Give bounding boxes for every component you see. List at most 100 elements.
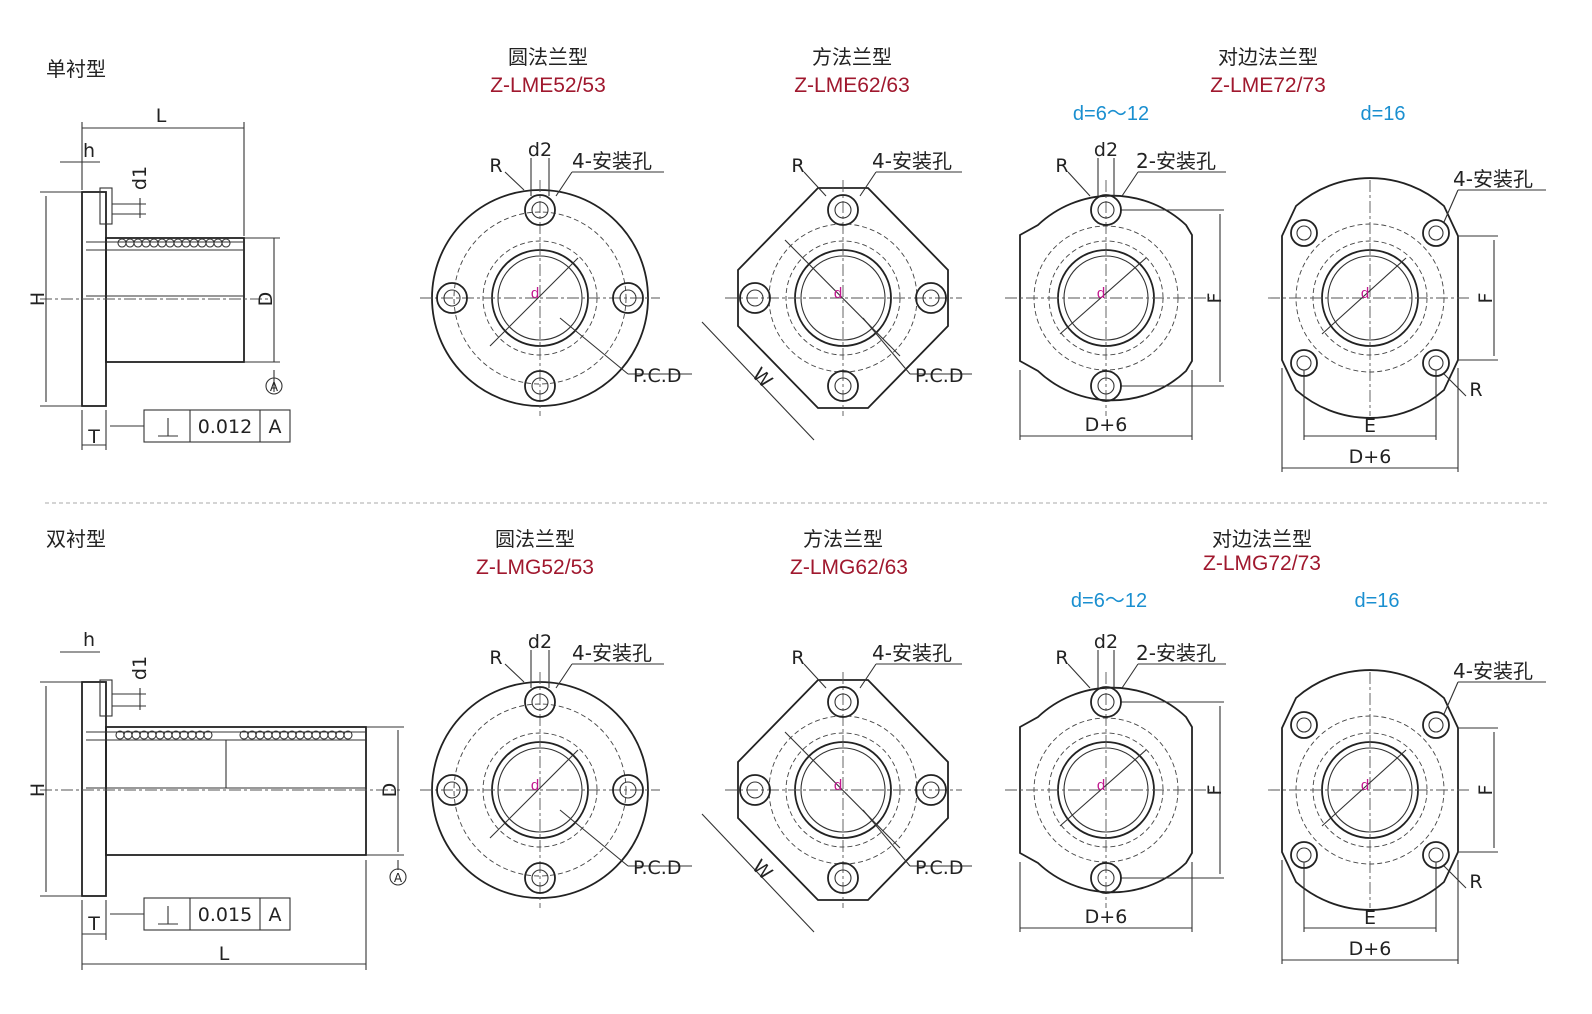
mounting-hole-bore bbox=[1296, 847, 1312, 863]
mounting-hole bbox=[1090, 862, 1122, 894]
dim-D6: D+6 bbox=[1085, 906, 1128, 928]
type-label-double: 双衬型 bbox=[46, 527, 106, 551]
mounting-hole-bore bbox=[834, 869, 852, 887]
dim-d: d bbox=[1097, 285, 1105, 302]
mounting-hole bbox=[1422, 711, 1450, 739]
mounting-hole bbox=[1290, 349, 1318, 377]
dim-W: W bbox=[748, 856, 777, 885]
mounting-hole bbox=[739, 282, 771, 314]
mounting-hole-bore bbox=[443, 781, 461, 799]
mounting-hole bbox=[1090, 370, 1122, 402]
dim-R: R bbox=[1055, 155, 1068, 177]
dim-d: d bbox=[531, 777, 539, 794]
view-title-square: 方法兰型 bbox=[803, 527, 883, 551]
mounting-hole bbox=[1290, 841, 1318, 869]
dim-L: L bbox=[219, 943, 230, 965]
view-title-cut: 对边法兰型 bbox=[1212, 527, 1312, 551]
view-title-round: 圆法兰型 bbox=[508, 45, 588, 69]
ball-bearing bbox=[343, 730, 353, 740]
mounting-hole-bore bbox=[834, 201, 852, 219]
tolerance-datum: A bbox=[269, 904, 282, 926]
tolerance-value: 0.012 bbox=[198, 416, 252, 438]
mounting-hole bbox=[1090, 194, 1122, 226]
dim-d2: d2 bbox=[528, 139, 552, 161]
mounting-hole bbox=[915, 282, 947, 314]
model-code-cut: Z-LME72/73 bbox=[1210, 74, 1326, 97]
dim-pcd: P.C.D bbox=[915, 365, 963, 387]
dim-E: E bbox=[1364, 415, 1376, 437]
tolerance-frame bbox=[110, 897, 291, 931]
ball-bearing bbox=[181, 238, 191, 248]
dim-pcd: P.C.D bbox=[915, 857, 963, 879]
mounting-hole bbox=[827, 862, 859, 894]
view-title-round: 圆法兰型 bbox=[495, 527, 575, 551]
mounting-hole bbox=[827, 194, 859, 226]
ball-bearing bbox=[117, 238, 127, 248]
dim-R: R bbox=[489, 647, 502, 669]
datum-letter: A bbox=[394, 871, 403, 885]
mounting-hole-bore bbox=[531, 693, 549, 711]
mounting-hole-bore bbox=[619, 289, 637, 307]
mounting-hole-bore bbox=[1296, 717, 1312, 733]
ball-bearing bbox=[221, 238, 231, 248]
dim-D6: D+6 bbox=[1349, 446, 1392, 468]
mounting-hole bbox=[436, 282, 468, 314]
dim-d: d bbox=[531, 285, 539, 302]
holes-label: 4-安装孔 bbox=[872, 149, 952, 173]
dim-d1: d1 bbox=[129, 166, 151, 190]
dim-d2: d2 bbox=[528, 631, 552, 653]
ball-bearing bbox=[189, 238, 199, 248]
mounting-hole-bore bbox=[1097, 377, 1115, 395]
mounting-hole-bore bbox=[1428, 355, 1444, 371]
cut-flange-view-small bbox=[1005, 650, 1226, 932]
model-code-round: Z-LME52/53 bbox=[490, 74, 606, 97]
mounting-hole-bore bbox=[922, 781, 940, 799]
ball-bearing bbox=[141, 238, 151, 248]
mounting-hole bbox=[1090, 686, 1122, 718]
dim-d2: d2 bbox=[1094, 139, 1118, 161]
dim-T: T bbox=[87, 913, 100, 935]
model-code-square: Z-LME62/63 bbox=[794, 74, 910, 97]
mounting-hole-bore bbox=[1428, 847, 1444, 863]
mounting-hole-bore bbox=[746, 289, 764, 307]
mounting-hole bbox=[1422, 219, 1450, 247]
ball-bearing bbox=[133, 238, 143, 248]
dim-d: d bbox=[1361, 777, 1369, 794]
variant-label-large: d=16 bbox=[1354, 590, 1399, 612]
dim-h: h bbox=[83, 140, 95, 162]
dim-d: d bbox=[1361, 285, 1369, 302]
variant-label-small: d=6～12 bbox=[1073, 103, 1149, 125]
cut-flange-view-large bbox=[1268, 669, 1546, 964]
mounting-hole-bore bbox=[1296, 355, 1312, 371]
holes-label: 2-安装孔 bbox=[1136, 641, 1216, 665]
dim-E: E bbox=[1364, 907, 1376, 929]
mounting-hole-bore bbox=[834, 693, 852, 711]
round-flange-view bbox=[420, 650, 692, 908]
mounting-hole bbox=[1290, 219, 1318, 247]
dim-pcd: P.C.D bbox=[633, 365, 681, 387]
cut-flange-view-small bbox=[1005, 158, 1226, 440]
mounting-hole-bore bbox=[922, 289, 940, 307]
dim-F: F bbox=[1475, 785, 1497, 796]
mounting-hole bbox=[612, 774, 644, 806]
mounting-hole-bore bbox=[746, 781, 764, 799]
datum-symbol bbox=[389, 868, 407, 886]
mounting-hole bbox=[739, 774, 771, 806]
mounting-hole-bore bbox=[443, 289, 461, 307]
dim-D: D bbox=[255, 292, 277, 307]
dim-d: d bbox=[834, 777, 842, 794]
mounting-hole bbox=[827, 686, 859, 718]
dim-R: R bbox=[489, 155, 502, 177]
ball-bearing bbox=[205, 238, 215, 248]
dim-d1: d1 bbox=[129, 656, 151, 680]
dim-d2: d2 bbox=[1094, 631, 1118, 653]
mounting-hole bbox=[827, 370, 859, 402]
dim-R: R bbox=[1469, 379, 1482, 401]
mounting-hole bbox=[1422, 349, 1450, 377]
mounting-hole-bore bbox=[531, 201, 549, 219]
dim-H: H bbox=[27, 292, 49, 306]
dim-pcd: P.C.D bbox=[633, 857, 681, 879]
dim-d: d bbox=[1097, 777, 1105, 794]
type-label-single: 单衬型 bbox=[46, 57, 106, 81]
mounting-hole bbox=[524, 194, 556, 226]
